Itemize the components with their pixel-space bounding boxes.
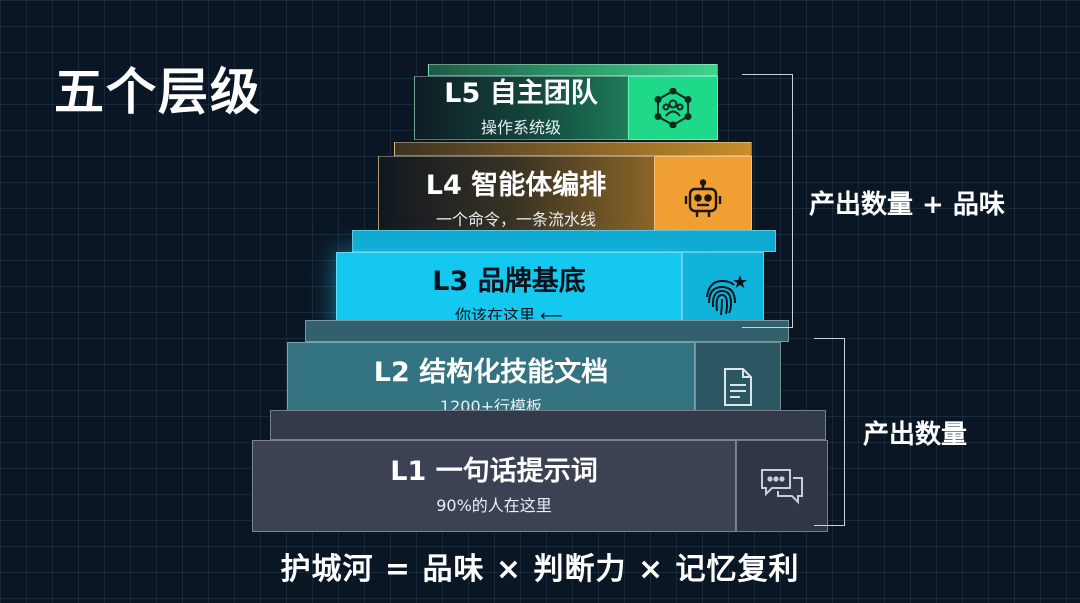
tier-l1-desc: 90%的人在这里 bbox=[436, 495, 552, 515]
tier-l5-name: L5 自主团队 bbox=[444, 78, 598, 110]
tier-l4-face: L4 智能体编排 一个命令，一条流水线 bbox=[378, 156, 654, 244]
tier-l4-top bbox=[394, 142, 752, 156]
bracket-upper bbox=[742, 74, 793, 328]
tier-l5-top bbox=[428, 64, 718, 76]
tier-l4-name: L4 智能体编排 bbox=[425, 170, 607, 202]
tier-l5-desc: 操作系统级 bbox=[480, 117, 561, 137]
tier-l4-desc: 一个命令，一条流水线 bbox=[435, 209, 596, 229]
tier-l3-top bbox=[352, 230, 776, 252]
bracket-lower-label: 产出数量 bbox=[863, 420, 968, 450]
page-title: 五个层级 bbox=[54, 63, 262, 121]
tier-l1-side bbox=[736, 440, 828, 532]
moat-formula: 护城河 = 品味 × 判断力 × 记忆复利 bbox=[280, 552, 800, 587]
robot-icon bbox=[682, 179, 724, 221]
chat-bubbles-icon bbox=[759, 466, 805, 506]
team-network-icon bbox=[653, 88, 693, 128]
tier-l3-desc: 你该在这里 ⟵ bbox=[454, 305, 564, 325]
tier-l1-name: L1 一句话提示词 bbox=[390, 456, 598, 488]
bracket-lower bbox=[814, 338, 845, 526]
document-icon bbox=[720, 367, 756, 407]
tier-l1-top bbox=[270, 410, 826, 440]
tier-l5-side bbox=[628, 76, 718, 140]
tier-l5-face: L5 自主团队 操作系统级 bbox=[414, 76, 628, 140]
tier-l2-top bbox=[305, 320, 789, 342]
tier-l2-name: L2 结构化技能文档 bbox=[373, 357, 609, 389]
tier-l3-name: L3 品牌基底 bbox=[432, 266, 586, 298]
bracket-upper-label: 产出数量 + 品味 bbox=[809, 190, 1005, 220]
tier-l1-face: L1 一句话提示词 90%的人在这里 bbox=[252, 440, 736, 532]
fingerprint-star-icon bbox=[699, 273, 747, 319]
